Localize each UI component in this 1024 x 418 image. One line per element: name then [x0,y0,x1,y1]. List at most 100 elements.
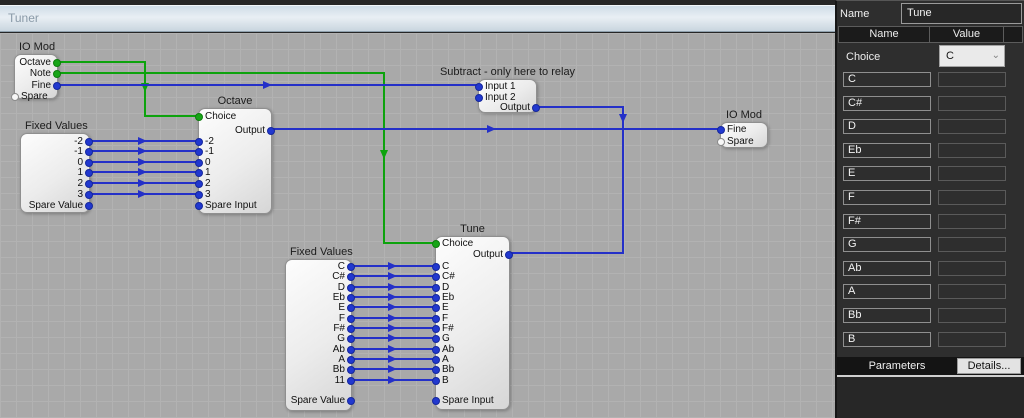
blue-pin-icon[interactable] [347,366,355,374]
green-pin-icon[interactable] [195,113,203,121]
node-title: Fixed Values [25,120,88,132]
unconnected-pin-icon[interactable] [11,93,19,101]
port-eb: Eb [432,293,509,303]
blue-pin-icon[interactable] [532,104,540,112]
param-name-field[interactable]: B [843,331,931,347]
blue-pin-icon[interactable] [475,94,483,102]
param-value-field[interactable] [938,237,1006,253]
port-label: -2 [205,136,214,147]
param-value-field[interactable] [938,331,1006,347]
patch-canvas[interactable] [0,33,835,418]
param-name-field[interactable]: Ab [843,260,931,276]
blue-pin-icon[interactable] [432,284,440,292]
blue-pin-icon[interactable] [717,126,725,134]
details-button[interactable]: Details... [957,358,1021,374]
port-label: C [337,261,345,272]
parameter-row: Bb [837,307,1024,323]
param-value-field[interactable] [938,119,1006,135]
blue-pin-icon[interactable] [347,273,355,281]
param-name-field[interactable]: D [843,119,931,135]
blue-pin-icon[interactable] [347,346,355,354]
tab-parameters[interactable]: Parameters [868,360,926,372]
blue-pin-icon[interactable] [85,202,93,210]
green-pin-icon[interactable] [53,70,61,78]
blue-pin-icon[interactable] [432,294,440,302]
module-name-field[interactable]: Tune [901,3,1022,24]
blue-pin-icon[interactable] [85,180,93,188]
param-value-field[interactable] [938,307,1006,323]
param-name-field[interactable]: Bb [843,307,931,323]
blue-pin-icon[interactable] [347,294,355,302]
blue-pin-icon[interactable] [432,273,440,281]
blue-pin-icon[interactable] [432,366,440,374]
green-pin-icon[interactable] [53,59,61,67]
blue-pin-icon[interactable] [347,263,355,271]
blue-pin-icon[interactable] [195,169,203,177]
blue-pin-icon[interactable] [432,346,440,354]
blue-pin-icon[interactable] [432,377,440,385]
blue-pin-icon[interactable] [432,315,440,323]
port-c-: C# [286,272,355,282]
blue-pin-icon[interactable] [347,397,355,405]
blue-pin-icon[interactable] [85,191,93,199]
blue-pin-icon[interactable] [85,148,93,156]
param-value-field[interactable] [938,284,1006,300]
param-value-field[interactable] [938,189,1006,205]
blue-pin-icon[interactable] [432,397,440,405]
param-name-field[interactable]: C# [843,95,931,111]
blue-pin-icon[interactable] [195,202,203,210]
blue-pin-icon[interactable] [347,356,355,364]
blue-pin-icon[interactable] [85,159,93,167]
unconnected-pin-icon[interactable] [717,138,725,146]
green-pin-icon[interactable] [432,240,440,248]
blue-pin-icon[interactable] [347,325,355,333]
blue-pin-icon[interactable] [85,169,93,177]
blue-pin-icon[interactable] [195,159,203,167]
param-name-field[interactable]: E [843,166,931,182]
param-value-field[interactable] [938,166,1006,182]
blue-pin-icon[interactable] [432,263,440,271]
param-name-field[interactable]: F# [843,213,931,229]
port-spare-value: Spare Value [21,201,93,211]
param-name-field[interactable]: Eb [843,142,931,158]
param-name-field[interactable]: F [843,189,931,205]
param-value-field[interactable] [938,142,1006,158]
blue-pin-icon[interactable] [347,377,355,385]
port-b: B [432,376,509,386]
blue-pin-icon[interactable] [432,356,440,364]
blue-pin-icon[interactable] [432,335,440,343]
blue-pin-icon[interactable] [347,335,355,343]
blue-pin-icon[interactable] [195,180,203,188]
blue-pin-icon[interactable] [195,191,203,199]
param-value-field[interactable] [938,72,1006,87]
param-value-field[interactable] [938,95,1006,111]
blue-pin-icon[interactable] [347,284,355,292]
blue-pin-icon[interactable] [195,148,203,156]
blue-pin-icon[interactable] [347,304,355,312]
blue-pin-icon[interactable] [267,127,275,135]
param-name-field[interactable]: C [843,72,931,87]
blue-pin-icon[interactable] [505,251,513,259]
blue-pin-icon[interactable] [347,315,355,323]
param-value-field[interactable] [938,260,1006,276]
param-name-field[interactable]: A [843,284,931,300]
blue-pin-icon[interactable] [85,138,93,146]
blue-pin-icon[interactable] [53,82,61,90]
choice-dropdown[interactable]: C ⌄ [939,45,1005,67]
blue-pin-icon[interactable] [475,83,483,91]
blue-pin-icon[interactable] [195,138,203,146]
port-eb: Eb [286,293,355,303]
param-name-field[interactable]: G [843,237,931,253]
port-label: 3 [77,189,83,200]
param-value-field[interactable] [938,213,1006,229]
blue-pin-icon[interactable] [432,325,440,333]
blue-pin-icon[interactable] [432,304,440,312]
